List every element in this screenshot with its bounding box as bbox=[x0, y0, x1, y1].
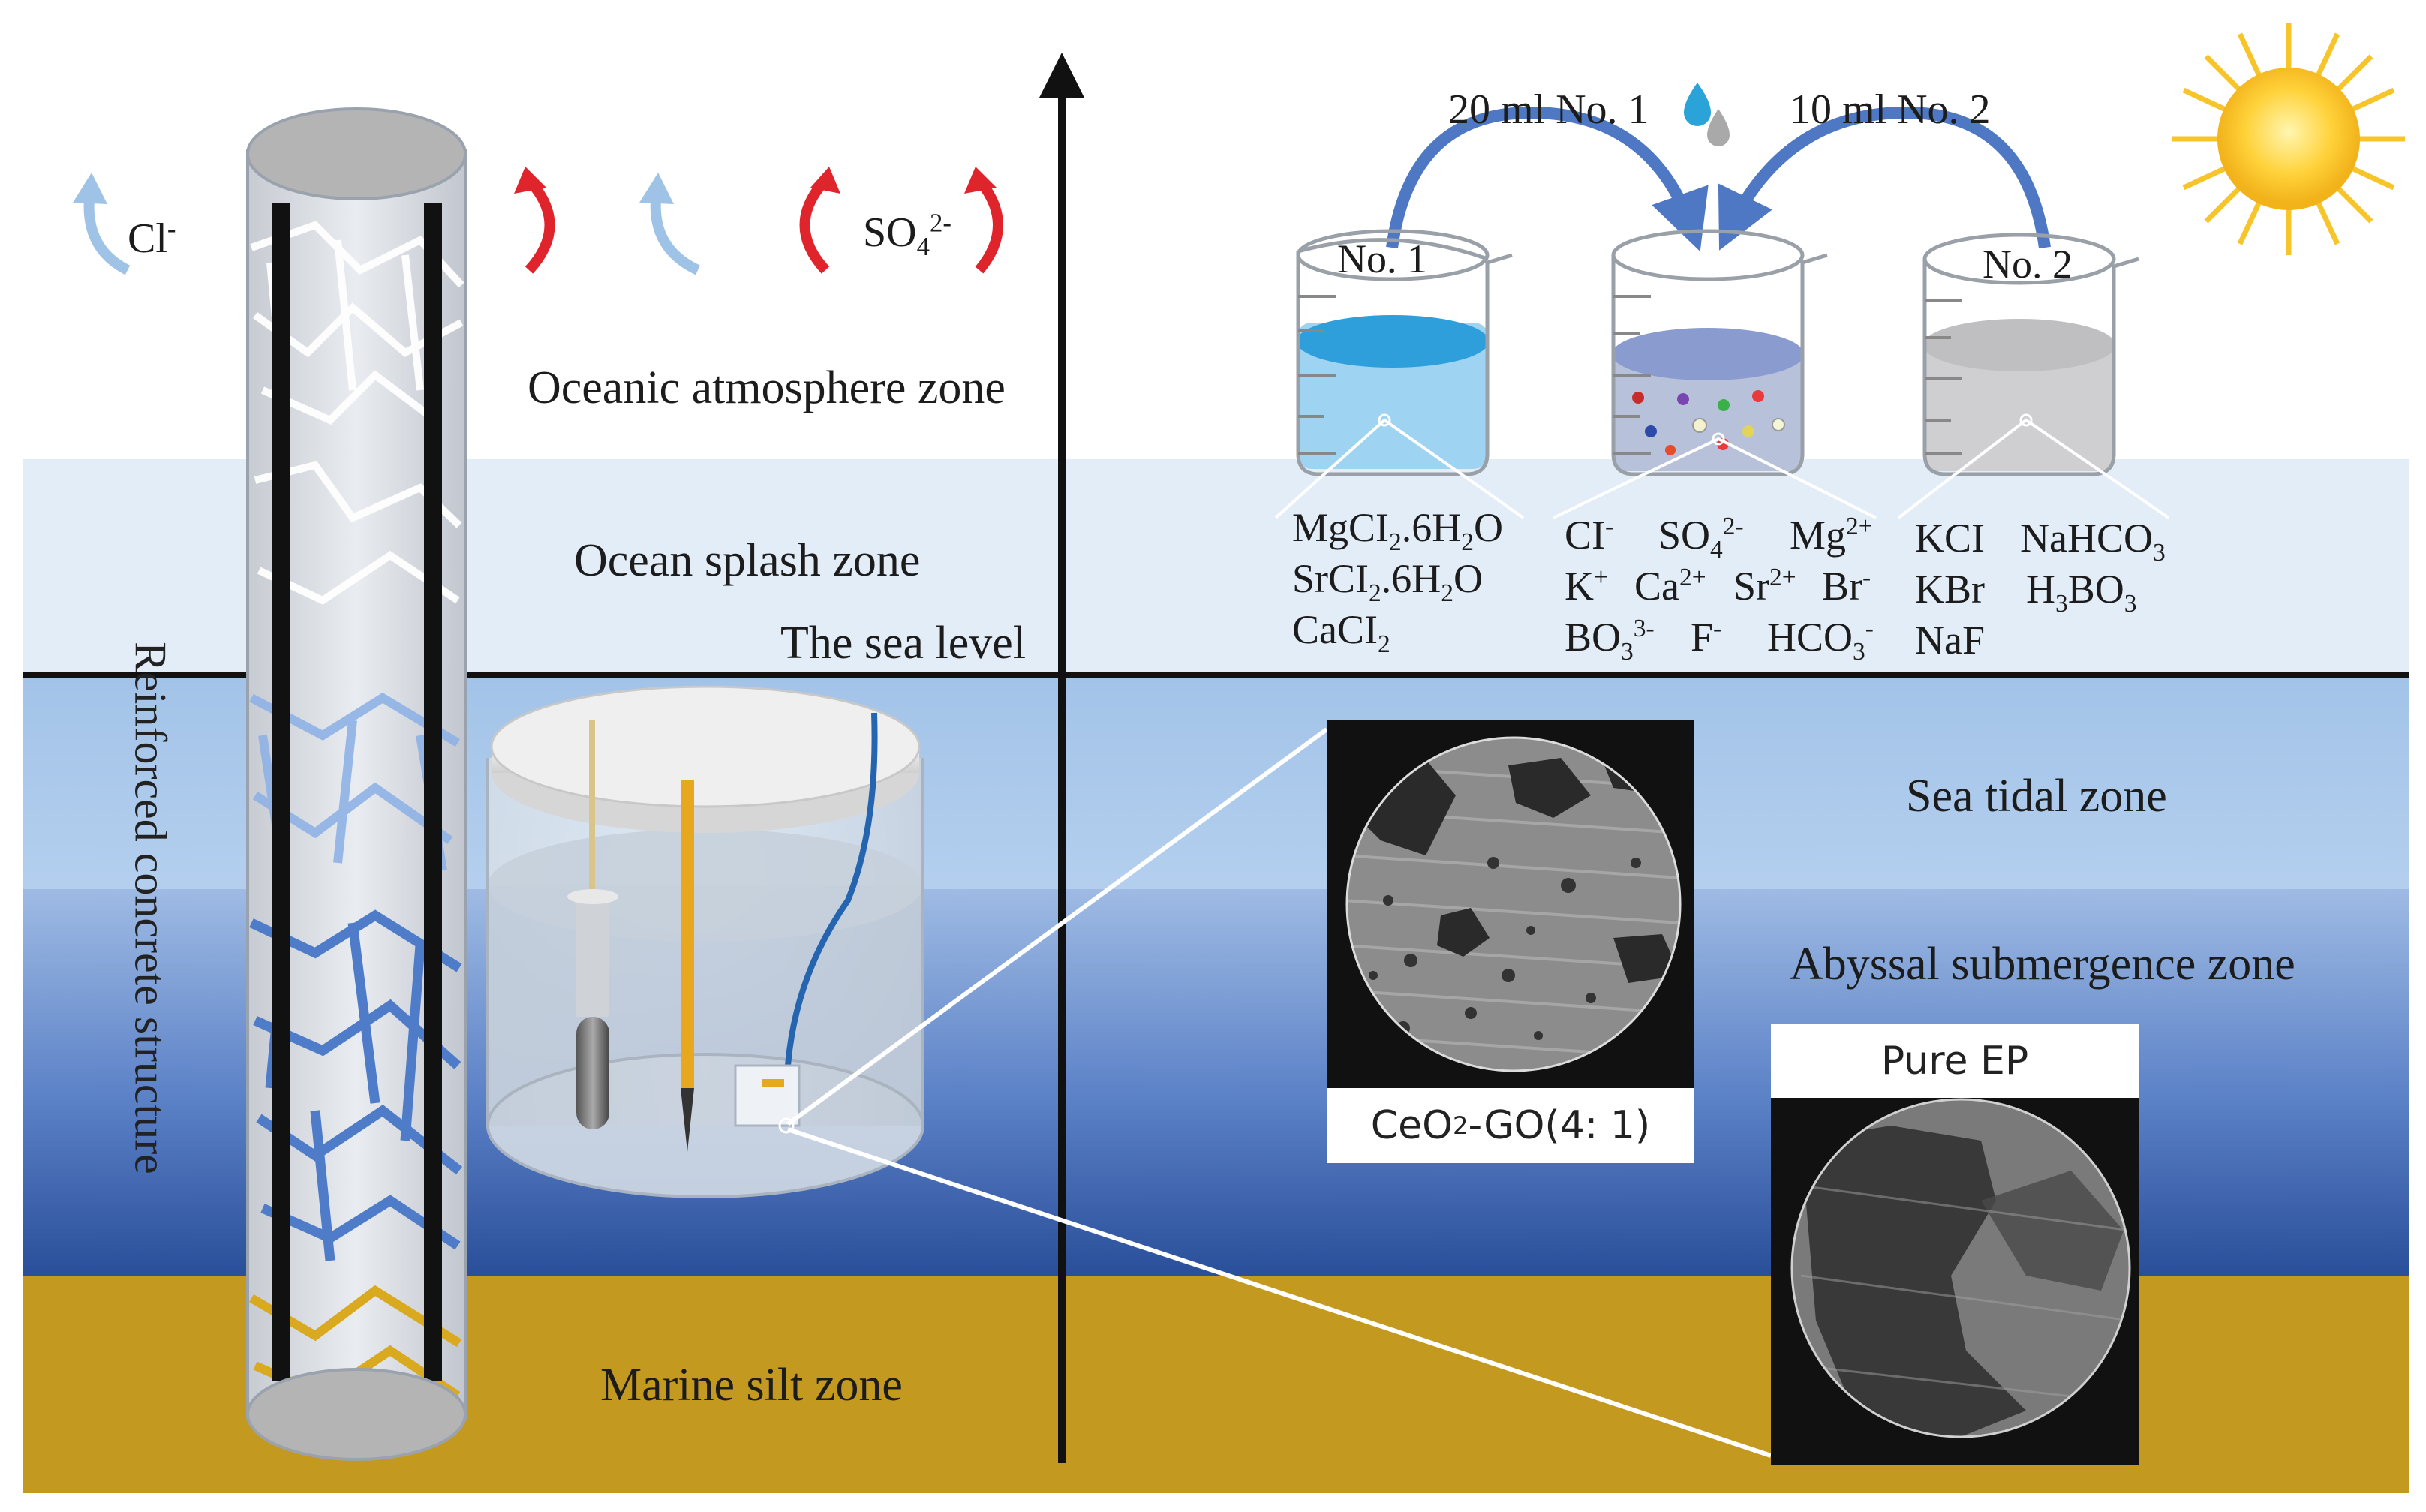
structure-label: Reinforced concrete structure bbox=[125, 642, 176, 1174]
transfer-arrow-right bbox=[1718, 106, 2051, 251]
solution2-kcl: KCI bbox=[1915, 516, 1985, 561]
solution2-h3bo3: H3BO3 bbox=[2026, 567, 2137, 618]
silt-zone-label: Marine silt zone bbox=[600, 1360, 903, 1411]
so4-arrow-3 bbox=[975, 176, 1003, 274]
concrete-pile bbox=[246, 107, 467, 1461]
beaker-callouts bbox=[1274, 418, 2170, 519]
so4-ion-label: SO42- bbox=[863, 208, 951, 262]
beaker-no2 bbox=[1922, 233, 2139, 476]
mix-mg: Mg2+ bbox=[1790, 513, 1873, 558]
beaker-mixture bbox=[1611, 229, 1828, 476]
mix-br: Br- bbox=[1822, 564, 1871, 609]
beaker-no1 bbox=[1296, 229, 1513, 476]
solution2-naf: NaF bbox=[1915, 618, 1985, 663]
beaker-no2-label: No. 2 bbox=[1983, 242, 2073, 287]
mix-f: F- bbox=[1691, 615, 1722, 660]
tidal-zone-label: Sea tidal zone bbox=[1906, 771, 2167, 822]
zoom-line-1 bbox=[786, 727, 1328, 1126]
mix-hco3: HCO3- bbox=[1767, 615, 1874, 666]
cl-ion-label: Cl- bbox=[128, 214, 176, 262]
solution2-kbr: KBr bbox=[1915, 567, 1985, 612]
transfer-arrow-left bbox=[1386, 106, 1709, 252]
sea-level-label: The sea level bbox=[780, 618, 1027, 669]
pure-ep-caption: Pure EP bbox=[1771, 1024, 2139, 1098]
so4-arrow-2 bbox=[799, 176, 830, 274]
sun-icon bbox=[2172, 23, 2405, 255]
so4-arrow-1 bbox=[525, 176, 555, 274]
mix-cl: CI- bbox=[1565, 513, 1614, 558]
droplet-icon-2 bbox=[1707, 109, 1730, 146]
transfer-label-right: 10 ml No. 2 bbox=[1790, 86, 1991, 133]
zoom-line-2 bbox=[787, 1127, 1772, 1458]
cl-arrow-right bbox=[650, 191, 701, 275]
solution1-cacl2: CaCI2 bbox=[1292, 607, 1390, 658]
atmosphere-zone-label: Oceanic atmosphere zone bbox=[528, 362, 1006, 413]
mix-k: K+ bbox=[1565, 564, 1608, 609]
abyssal-zone-label: Abyssal submergence zone bbox=[1790, 939, 2295, 990]
splash-zone-label: Ocean splash zone bbox=[574, 535, 921, 586]
beaker-no1-label: No. 1 bbox=[1337, 236, 1427, 281]
mix-sr: Sr2+ bbox=[1733, 564, 1796, 609]
solution1-mgcl2: MgCI2.6H2O bbox=[1292, 505, 1503, 556]
solution1-srcl2: SrCI2.6H2O bbox=[1292, 556, 1483, 607]
cl-arrow-left bbox=[83, 191, 131, 275]
droplet-icon bbox=[1684, 83, 1711, 126]
mix-so4: SO42- bbox=[1658, 513, 1744, 564]
micrograph-ceo2-go bbox=[1327, 720, 1694, 1088]
micrograph-pure-ep bbox=[1771, 1097, 2139, 1465]
solution2-nahco3: NaHCO3 bbox=[2020, 516, 2166, 567]
electrochemical-cell bbox=[486, 685, 924, 1198]
transfer-label-left: 20 ml No. 1 bbox=[1448, 86, 1649, 133]
mix-bo3: BO33- bbox=[1565, 615, 1655, 666]
mix-ca: Ca2+ bbox=[1634, 564, 1706, 609]
